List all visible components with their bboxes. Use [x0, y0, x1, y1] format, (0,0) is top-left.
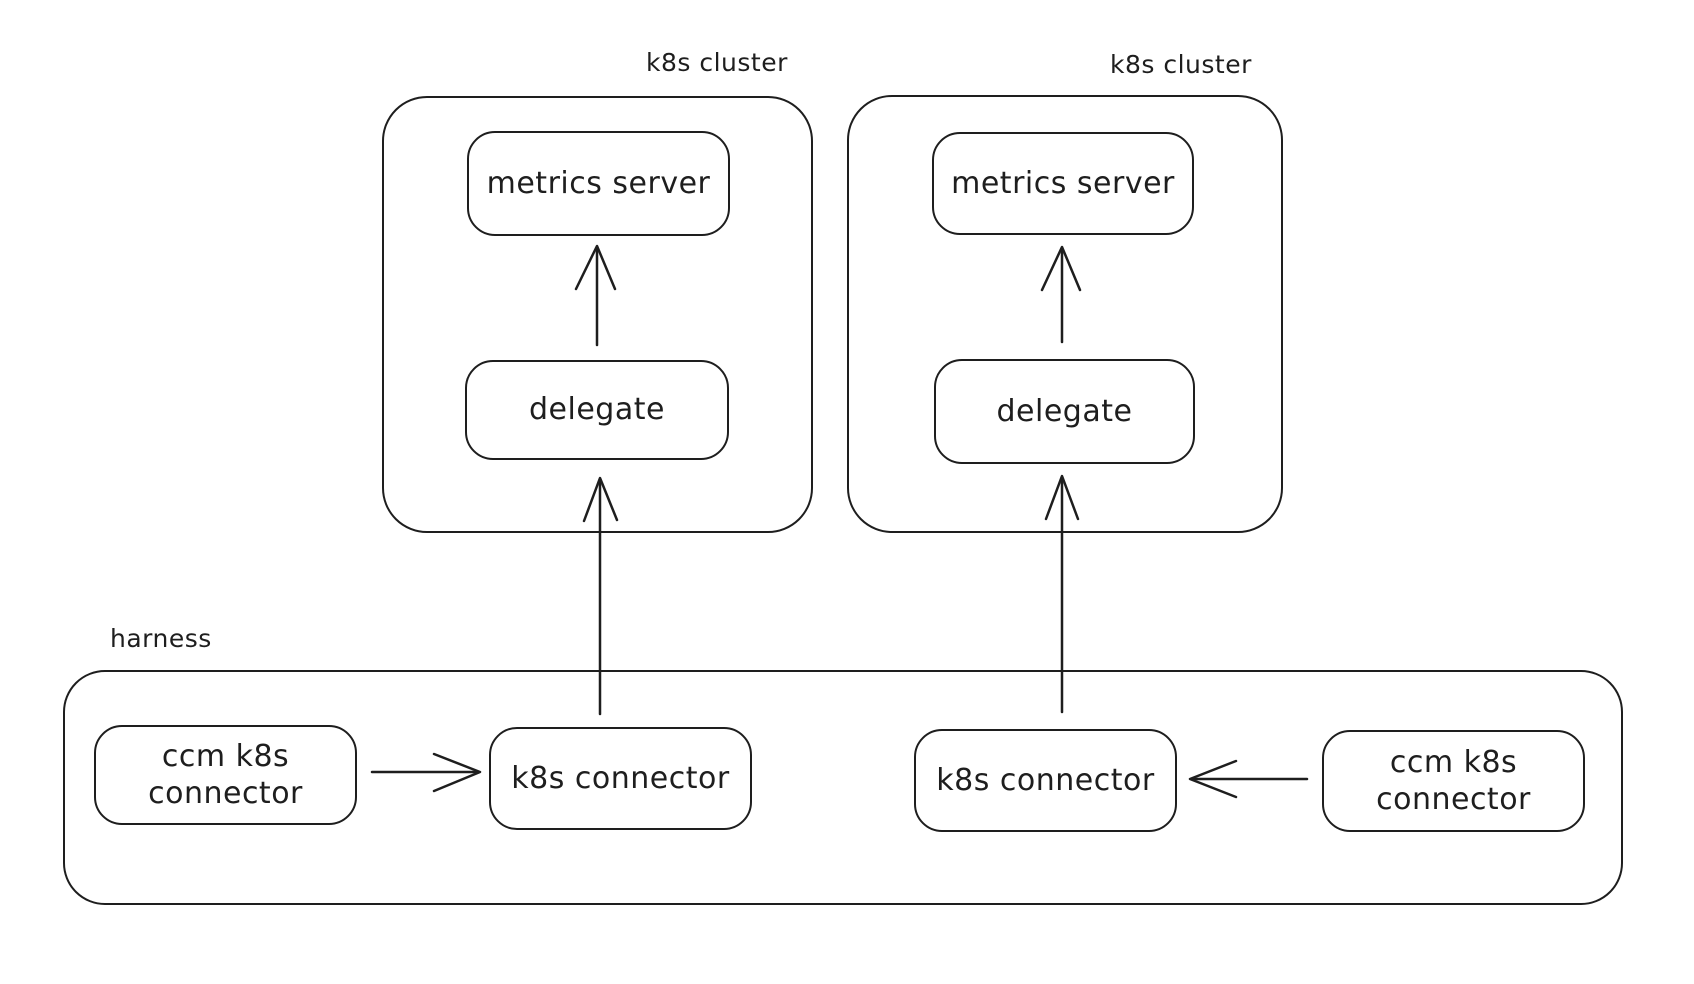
cluster-right-label: k8s cluster	[1110, 50, 1252, 79]
metrics-server-node-right: metrics server	[932, 132, 1194, 235]
cluster-left-box: metrics server delegate	[382, 96, 813, 533]
delegate-node-left: delegate	[465, 360, 729, 460]
k8s-connector-node-left: k8s connector	[489, 727, 752, 830]
metrics-server-node-left: metrics server	[467, 131, 730, 236]
k8s-connector-node-right: k8s connector	[914, 729, 1177, 832]
ccm-k8s-connector-node-left: ccm k8s connector	[94, 725, 357, 825]
ccm-k8s-connector-node-right: ccm k8s connector	[1322, 730, 1585, 832]
cluster-right-box: metrics server delegate	[847, 95, 1283, 533]
cluster-left-label: k8s cluster	[646, 48, 788, 77]
harness-box: ccm k8s connector k8s connector k8s conn…	[63, 670, 1623, 905]
delegate-node-right: delegate	[934, 359, 1195, 464]
harness-label: harness	[110, 624, 212, 653]
